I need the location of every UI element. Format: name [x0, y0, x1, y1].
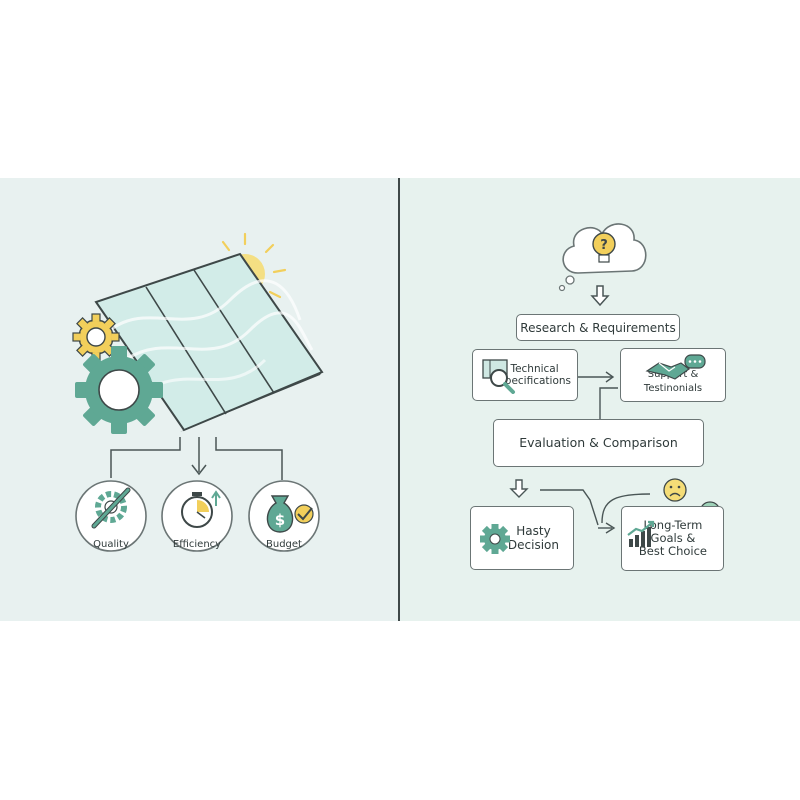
flow-connectors: [540, 371, 651, 534]
svg-text:?: ?: [600, 238, 608, 253]
hasty-decision-box: Hasty Decision: [470, 506, 574, 570]
small-gear-icon: [72, 313, 120, 361]
factor-label-efficiency: Efficiency: [172, 539, 222, 550]
long-term-goals-label: Long-Term Goals & Best Choice: [638, 518, 707, 558]
factor-label-budget: Budget: [266, 539, 302, 550]
factor-budget: $: [248, 480, 320, 552]
evaluation-comparison-label: Evaluation & Comparison: [519, 435, 678, 450]
factor-connectors: [110, 437, 283, 480]
magnifier-blueprint-icon: [482, 359, 515, 394]
hasty-decision-label: Hasty Decision: [507, 524, 559, 552]
long-term-goals-box: Long-Term Goals & Best Choice: [621, 506, 724, 571]
support-testimonials-box: Support & Testinonials: [620, 348, 726, 402]
arrow-down-icon: [509, 479, 529, 498]
thought-cloud-icon: ?: [558, 223, 647, 292]
technical-specifications-box: Technical Specifications: [472, 349, 578, 401]
growth-chart-icon: [627, 520, 655, 547]
factor-efficiency: [161, 480, 233, 552]
svg-text:$: $: [275, 511, 285, 529]
gear-icon: [480, 524, 510, 554]
factor-label-quality: Quality: [93, 539, 129, 550]
handshake-chat-icon: [645, 354, 706, 380]
panel-divider: [398, 178, 400, 621]
factor-quality: [75, 480, 147, 552]
solar-panel-icon: [94, 252, 324, 432]
lightbulb-icon: ?: [592, 232, 616, 263]
arrow-down-icon: [590, 285, 610, 307]
research-requirements-box: Research & Requirements: [516, 314, 680, 341]
technical-specifications-label: Technical Specifications: [498, 363, 571, 387]
stopwatch-icon: [181, 490, 221, 528]
wrench-gear-icon: [91, 487, 131, 529]
sad-face-icon: [663, 478, 687, 502]
large-gear-icon: [75, 346, 163, 434]
research-requirements-label: Research & Requirements: [520, 320, 676, 335]
money-bag-icon: $: [266, 495, 314, 533]
evaluation-comparison-box: Evaluation & Comparison: [493, 419, 704, 467]
